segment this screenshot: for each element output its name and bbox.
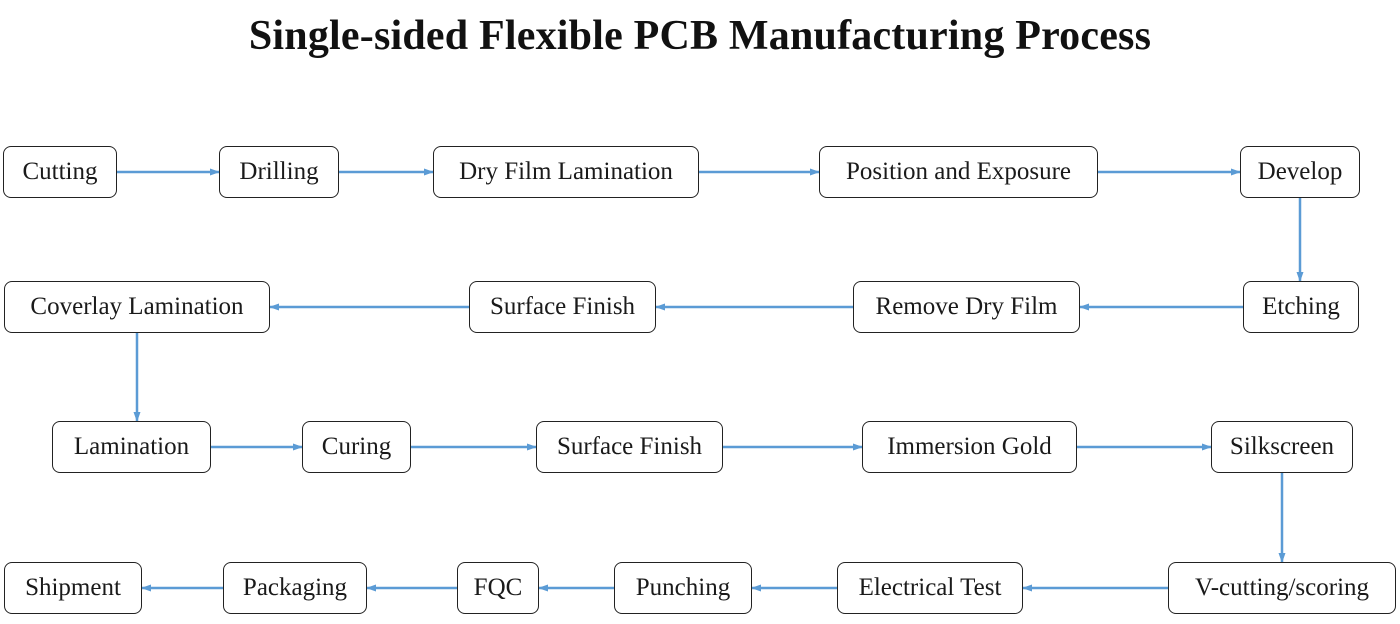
page-title: Single-sided Flexible PCB Manufacturing … bbox=[248, 13, 1152, 59]
step-lamination: Lamination bbox=[52, 421, 211, 473]
step-fqc: FQC bbox=[457, 562, 539, 614]
step-packaging: Packaging bbox=[223, 562, 367, 614]
step-immersion-gold: Immersion Gold bbox=[862, 421, 1077, 473]
step-shipment: Shipment bbox=[4, 562, 142, 614]
step-v-cutting-scoring: V-cutting/scoring bbox=[1168, 562, 1396, 614]
step-drilling: Drilling bbox=[219, 146, 339, 198]
step-cutting: Cutting bbox=[3, 146, 117, 198]
step-silkscreen: Silkscreen bbox=[1211, 421, 1353, 473]
step-etching: Etching bbox=[1243, 281, 1359, 333]
step-develop: Develop bbox=[1240, 146, 1360, 198]
step-remove-dry-film: Remove Dry Film bbox=[853, 281, 1080, 333]
step-punching: Punching bbox=[614, 562, 752, 614]
step-curing: Curing bbox=[302, 421, 411, 473]
step-surface-finish-1: Surface Finish bbox=[469, 281, 656, 333]
step-position-and-exposure: Position and Exposure bbox=[819, 146, 1098, 198]
step-dry-film-lamination: Dry Film Lamination bbox=[433, 146, 699, 198]
step-electrical-test: Electrical Test bbox=[837, 562, 1023, 614]
step-surface-finish-2: Surface Finish bbox=[536, 421, 723, 473]
step-coverlay-lamination: Coverlay Lamination bbox=[4, 281, 270, 333]
